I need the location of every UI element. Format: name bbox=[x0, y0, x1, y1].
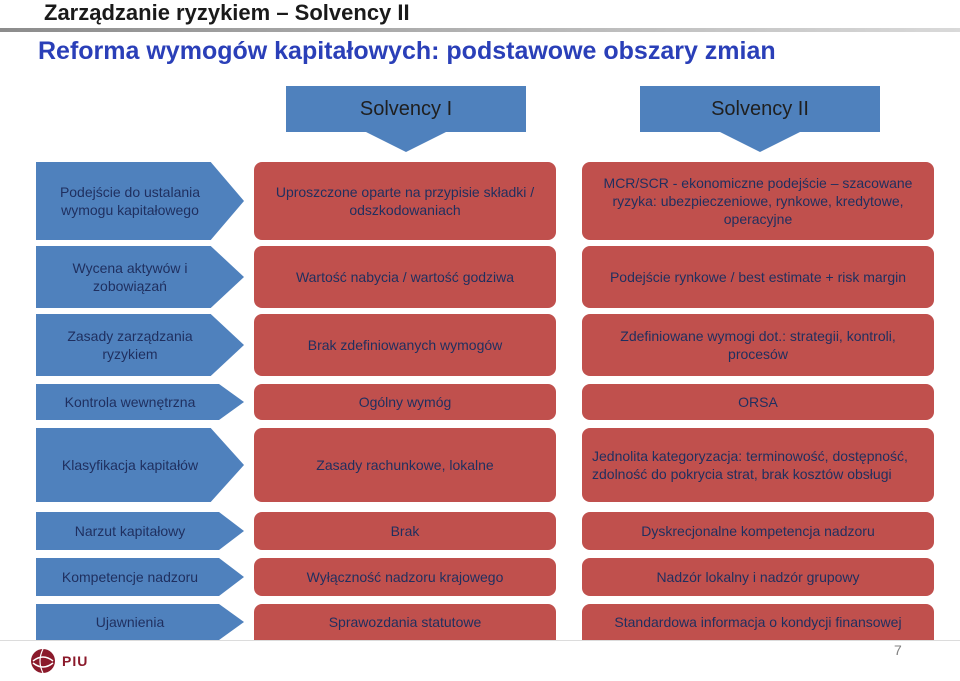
cell-text: Wyłączność nadzoru krajowego bbox=[306, 569, 504, 585]
solvency2-cell-valuation: Podejście rynkowe / best estimate + risk… bbox=[582, 246, 934, 308]
piu-logo-text: PIU bbox=[62, 653, 89, 669]
row-label-risk-management: Zasady zarządzania ryzykiem bbox=[36, 314, 244, 376]
cell-text: ORSA bbox=[738, 394, 778, 410]
solvency2-cell-capital-add-on: Dyskrecjonalne kompetencja nadzoru bbox=[582, 512, 934, 550]
row-label-supervisory-powers: Kompetencje nadzoru bbox=[36, 558, 244, 596]
solvency2-cell-capital-classification: Jednolita kategoryzacja: terminowość, do… bbox=[582, 428, 934, 502]
row-label-text: Kontrola wewnętrzna bbox=[64, 394, 196, 410]
row-label-capital-add-on: Narzut kapitałowy bbox=[36, 512, 244, 550]
row-label-text: Klasyfikacja kapitałów bbox=[61, 457, 199, 473]
cell-text: MCR/SCR - ekonomiczne podejście – szacow… bbox=[603, 175, 913, 227]
cell-text: Brak bbox=[390, 523, 420, 539]
column-header-solvency1-label: Solvency I bbox=[359, 97, 453, 120]
column-header-solvency1-arrow bbox=[366, 132, 446, 152]
row-label-text: Narzut kapitałowy bbox=[74, 523, 186, 539]
column-header-solvency2-label: Solvency II bbox=[711, 97, 809, 120]
cell-text: Nadzór lokalny i nadzór grupowy bbox=[656, 569, 860, 585]
cell-text: Zasady rachunkowe, lokalne bbox=[316, 457, 494, 473]
solvency1-cell-supervisory-powers: Wyłączność nadzoru krajowego bbox=[254, 558, 556, 596]
footer-bar bbox=[0, 640, 960, 681]
page-number: 7 bbox=[894, 642, 902, 658]
solvency1-cell-internal-control: Ogólny wymóg bbox=[254, 384, 556, 420]
solvency2-cell-risk-management: Zdefiniowane wymogi dot.: strategii, kon… bbox=[582, 314, 934, 376]
row-label-valuation: Wycena aktywów i zobowiązań bbox=[36, 246, 244, 308]
solvency1-cell-capital-requirement: Uproszczone oparte na przypisie składki … bbox=[254, 162, 556, 240]
row-label-text: Zasady zarządzania ryzykiem bbox=[67, 328, 193, 362]
row-label-text: Kompetencje nadzoru bbox=[61, 569, 199, 585]
cell-text: Standardowa informacja o kondycji finans… bbox=[614, 614, 902, 630]
row-label-capital-classification: Klasyfikacja kapitałów bbox=[36, 428, 244, 502]
row-label-disclosures: Ujawnienia bbox=[36, 604, 244, 640]
slide-title: Zarządzanie ryzykiem – Solvency II bbox=[44, 0, 410, 25]
solvency2-cell-internal-control: ORSA bbox=[582, 384, 934, 420]
slide-subtitle: Reforma wymogów kapitałowych: podstawowe… bbox=[38, 37, 776, 65]
solvency2-cell-supervisory-powers: Nadzór lokalny i nadzór grupowy bbox=[582, 558, 934, 596]
column-header-solvency2-arrow bbox=[720, 132, 800, 152]
cell-text: Ogólny wymóg bbox=[358, 394, 452, 410]
solvency1-cell-disclosures: Sprawozdania statutowe bbox=[254, 604, 556, 640]
cell-text: Wartość nabycia / wartość godziwa bbox=[295, 269, 515, 285]
column-header-solvency2: Solvency II bbox=[640, 86, 880, 132]
row-label-text: Ujawnienia bbox=[95, 614, 165, 630]
row-label-internal-control: Kontrola wewnętrzna bbox=[36, 384, 244, 420]
row-label-text: Wycena aktywów i zobowiązań bbox=[72, 260, 188, 294]
title-underline bbox=[0, 28, 960, 32]
solvency1-cell-capital-classification: Zasady rachunkowe, lokalne bbox=[254, 428, 556, 502]
cell-text: Uproszczone oparte na przypisie składki … bbox=[275, 184, 535, 218]
cell-text: Dyskrecjonalne kompetencja nadzoru bbox=[641, 523, 875, 539]
solvency2-cell-disclosures: Standardowa informacja o kondycji finans… bbox=[582, 604, 934, 640]
solvency1-cell-valuation: Wartość nabycia / wartość godziwa bbox=[254, 246, 556, 308]
cell-text: Jednolita kategoryzacja: terminowość, do… bbox=[592, 448, 908, 482]
cell-text: Sprawozdania statutowe bbox=[328, 614, 482, 630]
column-header-solvency1: Solvency I bbox=[286, 86, 526, 132]
solvency1-cell-capital-add-on: Brak bbox=[254, 512, 556, 550]
row-label-capital-requirement: Podejście do ustalania wymogu kapitałowe… bbox=[36, 162, 244, 240]
cell-text: Brak zdefiniowanych wymogów bbox=[307, 337, 503, 353]
piu-logo: PIU bbox=[30, 648, 88, 674]
row-label-text: Podejście do ustalania wymogu kapitałowe… bbox=[59, 184, 201, 218]
solvency2-cell-capital-requirement: MCR/SCR - ekonomiczne podejście – szacow… bbox=[582, 162, 934, 240]
solvency1-cell-risk-management: Brak zdefiniowanych wymogów bbox=[254, 314, 556, 376]
cell-text: Podejście rynkowe / best estimate + risk… bbox=[609, 269, 907, 285]
piu-globe-icon bbox=[31, 648, 55, 674]
cell-text: Zdefiniowane wymogi dot.: strategii, kon… bbox=[620, 328, 896, 362]
